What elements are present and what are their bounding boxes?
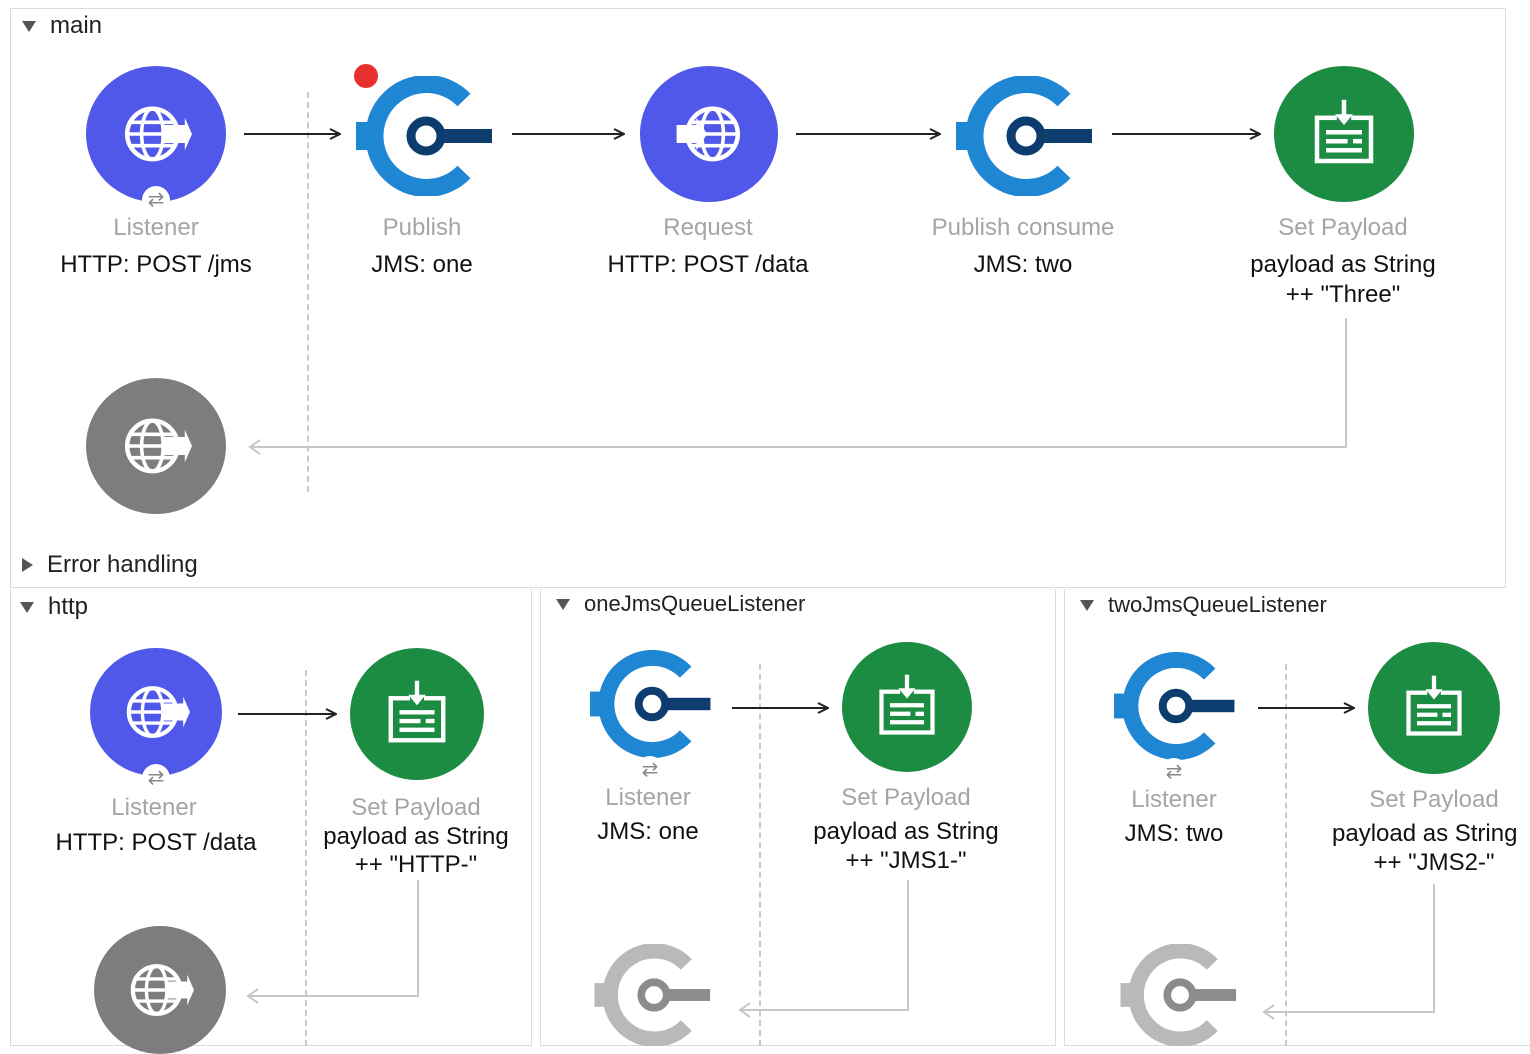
bidirectional-icon: ⇄ [1160, 758, 1188, 786]
node-label: JMS: two [973, 251, 1073, 278]
node-type-label: Listener [111, 794, 197, 821]
return-arrowhead [248, 439, 261, 455]
node-type-label: Publish [382, 214, 462, 241]
source-separator [305, 670, 307, 1046]
return-arrowhead [246, 988, 259, 1004]
http-listener-node[interactable] [90, 648, 222, 776]
return-path-line [250, 318, 1347, 448]
http-response-node[interactable] [86, 378, 226, 514]
node-type-label: Publish consume [931, 214, 1115, 241]
node-label: JMS: one [371, 251, 473, 278]
node-label: payload as String [323, 823, 509, 850]
set-payload-node[interactable] [1368, 642, 1500, 774]
error-handling-header[interactable]: Error handling [22, 551, 198, 579]
node-type-label: Listener [1131, 786, 1217, 813]
two-jms-flow-title: twoJmsQueueListener [1108, 592, 1327, 617]
bidirectional-icon: ⇄ [636, 756, 664, 784]
set-payload-node[interactable] [350, 648, 484, 780]
node-label: payload as String [813, 818, 999, 845]
node-type-label: Listener [113, 214, 199, 241]
node-label: HTTP: POST /jms [60, 251, 252, 278]
error-handling-label: Error handling [47, 551, 198, 578]
collapse-triangle-icon[interactable] [20, 601, 34, 613]
node-label-line2: ++ "HTTP-" [354, 851, 478, 878]
return-path-line [1264, 884, 1435, 1013]
node-label: HTTP: POST /data [607, 251, 809, 278]
main-flow-header[interactable]: main [22, 12, 102, 40]
node-label-line2: ++ "JMS2-" [1373, 849, 1495, 876]
jms-connector-icon[interactable] [1114, 652, 1238, 760]
node-label: HTTP: POST /data [55, 829, 257, 856]
expand-triangle-icon[interactable] [22, 558, 33, 572]
node-type-label: Set Payload [841, 784, 971, 811]
main-flow-title: main [50, 12, 103, 39]
bidirectional-icon: ⇄ [142, 764, 170, 792]
node-label: payload as String [1250, 251, 1436, 278]
one-jms-flow-header[interactable]: oneJmsQueueListener [556, 591, 805, 617]
jms-connector-icon-inactive[interactable] [1118, 944, 1242, 1046]
node-label: payload as String [1332, 820, 1518, 847]
collapse-triangle-icon[interactable] [556, 598, 570, 610]
collapse-triangle-icon[interactable] [1080, 599, 1094, 611]
set-payload-node[interactable] [842, 642, 972, 772]
node-type-label: Request [663, 214, 753, 241]
breakpoint-indicator[interactable] [354, 64, 378, 88]
http-response-node[interactable] [94, 926, 226, 1054]
set-payload-icon [1400, 674, 1468, 742]
return-path-line [740, 880, 909, 1011]
node-label-line2: ++ "JMS1-" [845, 847, 967, 874]
http-flow-header[interactable]: http [20, 593, 88, 621]
return-path-line [248, 880, 419, 997]
node-label-line2: ++ "Three" [1285, 281, 1401, 308]
set-payload-node[interactable] [1274, 66, 1414, 202]
bidirectional-icon: ⇄ [142, 186, 170, 214]
node-label: JMS: one [597, 818, 699, 845]
node-type-label: Set Payload [351, 794, 481, 821]
http-listener-node[interactable] [86, 66, 226, 202]
node-label: JMS: two [1124, 820, 1224, 847]
one-jms-flow-title: oneJmsQueueListener [584, 591, 806, 616]
http-request-node[interactable] [640, 66, 778, 202]
node-type-label: Set Payload [1369, 786, 1499, 813]
source-separator [1285, 664, 1287, 1046]
source-separator [759, 664, 761, 1046]
return-arrowhead [1262, 1004, 1275, 1020]
two-jms-flow-header[interactable]: twoJmsQueueListener [1080, 592, 1327, 618]
node-type-label: Set Payload [1278, 214, 1408, 241]
source-separator [307, 92, 309, 492]
http-flow-title: http [48, 593, 89, 620]
main-flow-arrows [244, 0, 1347, 455]
collapse-triangle-icon[interactable] [22, 20, 36, 32]
node-type-label: Listener [605, 784, 691, 811]
return-arrowhead [738, 1002, 751, 1018]
